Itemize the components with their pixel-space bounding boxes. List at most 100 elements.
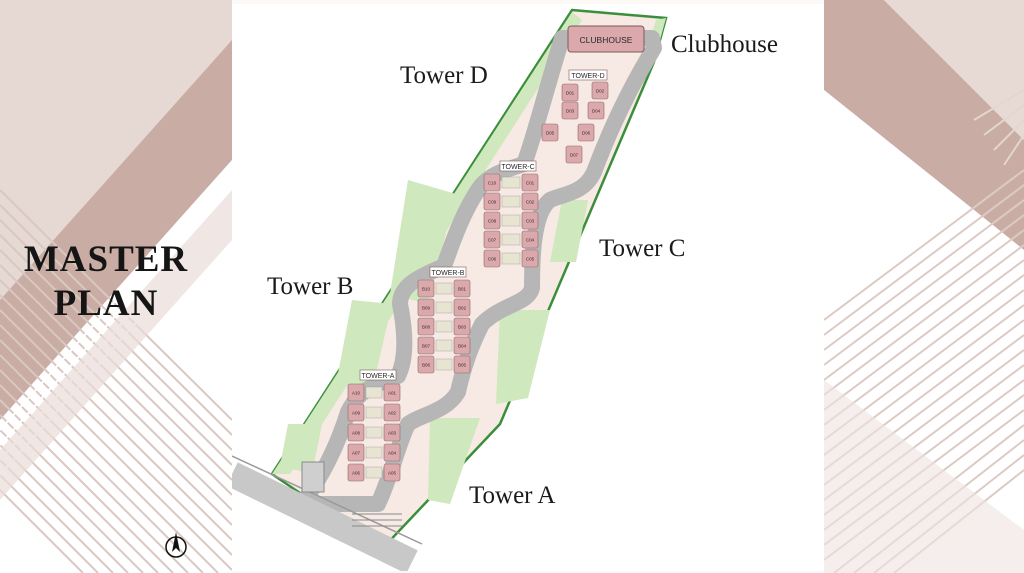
- entrance-parking: [301, 461, 402, 527]
- tower-core: [435, 320, 453, 333]
- tower-unit-label: B05: [458, 363, 467, 368]
- tower-unit-label: B02: [458, 306, 467, 311]
- tower-unit-label: A10: [352, 391, 361, 396]
- tower-a-plan-label: TOWER-A: [362, 373, 395, 380]
- tower-b-plan-label: TOWER-B: [432, 270, 465, 277]
- clubhouse-footprint: [567, 25, 645, 53]
- tower-unit: A08: [347, 423, 365, 442]
- tower-unit: B01: [453, 279, 471, 298]
- tower-unit: C01: [521, 173, 539, 192]
- access-road-edge: [232, 455, 423, 545]
- tower-core: [365, 466, 383, 479]
- tower-unit: B04: [453, 336, 471, 355]
- left-decor-panel: MASTER PLAN: [0, 0, 232, 573]
- lawn-2: [496, 310, 550, 404]
- right-decor-graphic: [824, 0, 1024, 573]
- tower-unit: A10: [347, 383, 365, 402]
- tower-c-plan-label: TOWER-C: [501, 164, 534, 171]
- callout-tower-d: Tower D: [400, 62, 488, 89]
- tower-c-plan-label-bg: [499, 160, 537, 172]
- callout-tower-c: Tower C: [599, 235, 686, 262]
- tower-core: [365, 446, 383, 459]
- tower-unit: B07: [417, 336, 435, 355]
- tower-unit-label: C08: [488, 219, 497, 224]
- tower-unit-label: D07: [570, 153, 579, 158]
- tower-unit: A09: [347, 403, 365, 422]
- tower-unit-label: B04: [458, 344, 467, 349]
- tower-core: [501, 252, 521, 265]
- tower-core: [365, 426, 383, 439]
- tower-unit: C09: [483, 192, 501, 211]
- tower-unit-label: B09: [422, 306, 431, 311]
- tower-unit-label: C06: [488, 257, 497, 262]
- tower-core: [435, 301, 453, 314]
- tower-unit-label: D05: [546, 131, 555, 136]
- tower-unit: D07: [565, 145, 583, 164]
- tower-unit: A05: [383, 463, 401, 482]
- tower-unit: A03: [383, 423, 401, 442]
- tower-unit: A04: [383, 443, 401, 462]
- tower-core: [435, 358, 453, 371]
- clubhouse-box-label: CLUBHOUSE: [580, 35, 633, 45]
- tower-unit-label: D01: [566, 91, 575, 96]
- callout-clubhouse: Clubhouse: [671, 31, 778, 58]
- tower-unit: C08: [483, 211, 501, 230]
- tower-b-plan-label-bg: [429, 266, 467, 278]
- callout-tower-a: Tower A: [469, 482, 556, 509]
- tower-unit: C06: [483, 249, 501, 268]
- tower-unit-label: A07: [352, 451, 361, 456]
- tower-d-plan-label-bg: [568, 69, 608, 81]
- tower-unit: C02: [521, 192, 539, 211]
- tower-core: [501, 233, 521, 246]
- tower-unit-label: C05: [526, 257, 535, 262]
- tower-unit-label: B01: [458, 287, 467, 292]
- tower-d-plan-label: TOWER-D: [571, 73, 604, 80]
- tower-unit: D03: [561, 101, 579, 120]
- tower-unit-label: A06: [352, 471, 361, 476]
- right-decor-panel: [824, 0, 1024, 573]
- tower-unit: D05: [541, 123, 559, 142]
- tower-unit-label: D03: [566, 109, 575, 114]
- tower-unit: B05: [453, 355, 471, 374]
- tower-unit: A01: [383, 383, 401, 402]
- lawn-5: [336, 300, 392, 390]
- tower-unit-label: A01: [388, 391, 397, 396]
- tower-unit-label: A05: [388, 471, 397, 476]
- tower-core: [501, 195, 521, 208]
- north-arrow-icon: [164, 530, 188, 560]
- tower-unit-label: A04: [388, 451, 397, 456]
- lawn-3: [428, 418, 480, 504]
- tower-a-plan-label-bg: [359, 369, 397, 381]
- tower-unit-label: D06: [582, 131, 591, 136]
- tower-unit: B06: [417, 355, 435, 374]
- tower-unit: B03: [453, 317, 471, 336]
- tower-unit-label: B10: [422, 287, 431, 292]
- tower-unit-label: D02: [596, 89, 605, 94]
- tower-unit-label: C04: [526, 238, 535, 243]
- slide-title-line-2: PLAN: [53, 283, 159, 324]
- tower-unit: C04: [521, 230, 539, 249]
- tower-unit: D02: [591, 81, 609, 100]
- tower-unit: C03: [521, 211, 539, 230]
- tower-unit: A07: [347, 443, 365, 462]
- left-decor-graphic: [0, 0, 232, 573]
- tower-core: [435, 282, 453, 295]
- tower-core: [501, 176, 521, 189]
- tower-unit-label: C02: [526, 200, 535, 205]
- lawn-1: [550, 200, 588, 262]
- tower-unit-label: B08: [422, 325, 431, 330]
- tower-unit: B08: [417, 317, 435, 336]
- tower-unit-label: B06: [422, 363, 431, 368]
- tower-unit-label: B07: [422, 344, 431, 349]
- tower-unit-label: A08: [352, 431, 361, 436]
- lawn-4: [390, 180, 456, 304]
- slide-title-line-1: MASTER: [23, 239, 189, 280]
- tower-unit-label: C01: [526, 181, 535, 186]
- tower-unit: D01: [561, 83, 579, 102]
- tower-unit-label: B03: [458, 325, 467, 330]
